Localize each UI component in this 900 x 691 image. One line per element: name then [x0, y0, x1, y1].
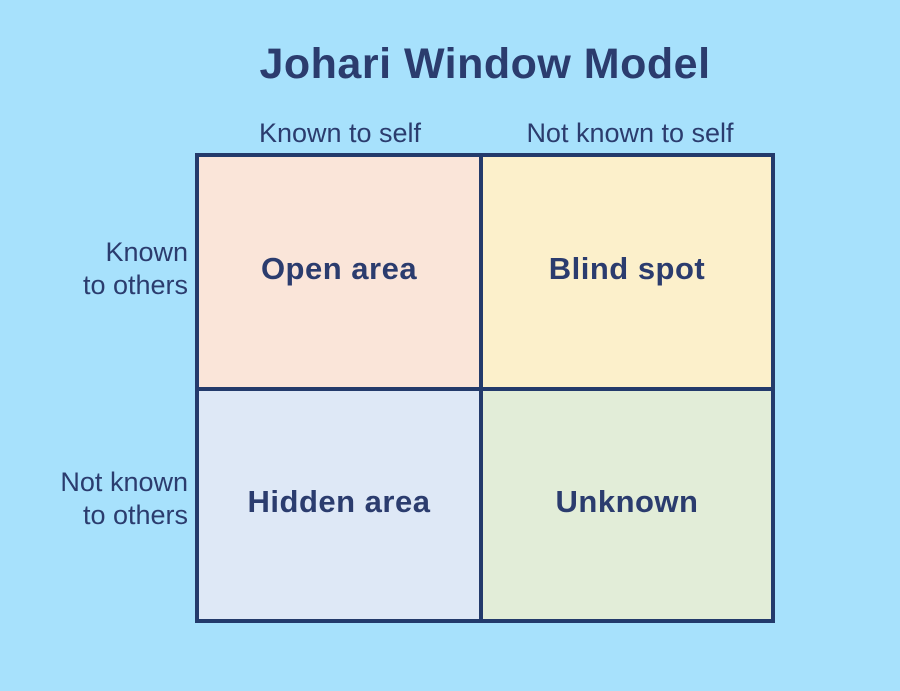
row-label-not-known-to-others: Not known to others — [0, 466, 188, 532]
row-label-line: Known — [105, 237, 188, 267]
quadrant-label: Unknown — [555, 484, 699, 519]
quadrant-blind-spot: Blind spot — [483, 157, 771, 391]
quadrant-label: Open area — [260, 251, 418, 286]
column-header-not-known-to-self: Not known to self — [526, 118, 734, 148]
row-label-known-to-others: Known to others — [0, 236, 188, 302]
quadrant-label: Blind spot — [548, 251, 706, 286]
quadrant-label: Hidden area — [247, 484, 431, 519]
quadrant-unknown: Unknown — [483, 391, 771, 619]
column-header-known-to-self: Known to self — [258, 118, 422, 148]
row-label-line: Not known — [60, 467, 188, 497]
diagram-title: Johari Window Model — [259, 40, 711, 88]
quadrant-hidden-area: Hidden area — [199, 391, 483, 619]
row-label-line: to others — [82, 270, 188, 300]
column-headers: Known to self Not known to self — [195, 118, 775, 148]
johari-window-grid: Open area Blind spot Hidden area Unknown — [195, 153, 775, 623]
row-label-line: to others — [82, 500, 188, 530]
quadrant-open-area: Open area — [199, 157, 483, 391]
